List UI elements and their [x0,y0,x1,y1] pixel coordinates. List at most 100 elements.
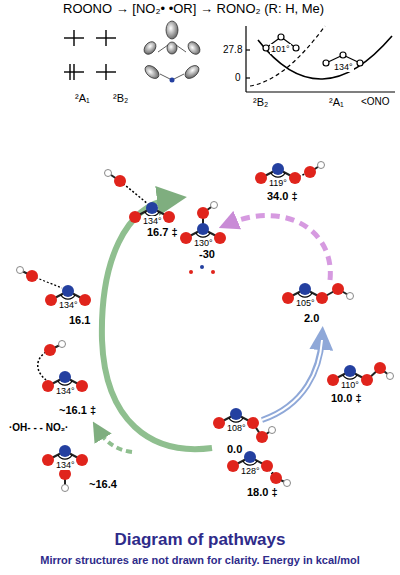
art-use [270,472,282,484]
art-circle [323,60,329,66]
ts-18-0 [227,451,291,487]
art-use [304,166,316,178]
energy-label: 18.0 ‡ [246,486,279,499]
blue-double-arrow [262,338,322,420]
energy-label: 10.0 ‡ [330,392,363,405]
complex-16-4 [42,445,88,492]
ts-16-7 [105,170,176,224]
art-path [258,36,392,79]
art-line [73,30,74,46]
art-circle [278,34,284,40]
angle-label: 105° [295,298,316,308]
art-use [59,341,66,348]
art-ellipse [166,21,178,39]
angle-label: 134° [333,62,354,72]
art-line [73,64,74,80]
blue-double-arrow-core [262,340,322,420]
energy-label: 0.0 [226,443,243,456]
reactant-0-0 [213,408,276,443]
art-line [176,45,186,52]
art-use [197,207,209,219]
angle-label: 108° [226,423,247,433]
art-circle [211,270,215,274]
art-line [69,64,70,80]
art-use [114,175,126,187]
energy-label: 2.0 [303,312,320,325]
axis-label: <ONO [360,96,391,108]
art-line [105,64,106,80]
energy-tick: 27.8 [222,44,243,56]
complex-16-1 [17,267,92,307]
art-ellipse [142,39,159,56]
art-use [105,170,112,177]
orbital-lobes [142,21,203,83]
angle-label: 101° [270,44,291,54]
ts-34-0 [255,162,325,185]
diagram-caption: Mirror structures are not drawn for clar… [0,554,400,566]
ts-16-1 [38,341,88,393]
ts-10-0 [327,362,394,386]
art-use [26,270,38,282]
energy-label: 16.7 ‡ [146,226,179,239]
angle-label: 130° [193,238,214,248]
energy-label: 34.0 ‡ [266,190,299,203]
art-circle [340,52,346,58]
energy-tick: 0 [234,72,242,84]
angle-label: 134° [142,216,163,226]
art-ellipse [186,39,203,56]
energy-plot [246,26,395,92]
angle-label: 134° [58,300,79,310]
pink-dashed-arrow [228,216,330,280]
art-use [387,373,394,380]
art-use [284,480,291,487]
angle-label: 134° [55,460,76,470]
art-path [250,26,325,86]
art-use [44,344,56,356]
energy-label: -30 [198,248,216,261]
art-use [347,293,354,300]
diagram-title: Diagram of pathways [0,530,400,550]
angle-label: 128° [240,466,261,476]
green-dashed-arrow [98,430,132,452]
state-label: ²A₁ [328,96,345,109]
art-circle [263,45,269,51]
intermediate-2-0 [282,283,354,304]
energy-label: ·OH- - - NO₂· [8,422,69,434]
art-line [245,26,246,92]
art-ellipse [183,63,202,81]
energy-label: ~16.4 [88,478,118,491]
art-use [318,162,325,169]
state-label: ²B₂ [112,92,129,105]
state-label: ²B₂ [252,96,269,109]
art-circle [357,60,363,66]
art-circle [189,270,193,274]
orbital-levels [64,30,116,80]
art-use [269,427,276,434]
energy-label: 16.1 [68,314,91,327]
art-use [374,362,386,374]
angle-label: 134° [55,386,76,396]
art-circle [200,265,204,269]
green-pathway-arrow [102,199,212,449]
art-path [38,352,46,380]
art-line [246,77,250,78]
art-use [256,431,268,443]
art-use [211,202,218,209]
equation: ROONO → [NO₂• •OR] → RONO₂ (R: H, Me) [62,2,325,17]
art-line [158,45,168,52]
art-use [62,485,69,492]
angle-label: 119° [268,178,288,188]
art-ellipse [167,42,177,54]
art-circle [170,78,175,83]
art-line [105,30,106,46]
state-label: ²A₁ [74,92,91,105]
art-ellipse [143,63,162,81]
centre-dots [189,265,215,274]
energy-label: ~16.1 ‡ [58,404,97,417]
angle-label: 110° [340,380,360,390]
art-use [332,283,344,295]
art-line [246,91,395,92]
art-circle [293,45,299,51]
art-use [17,267,24,274]
